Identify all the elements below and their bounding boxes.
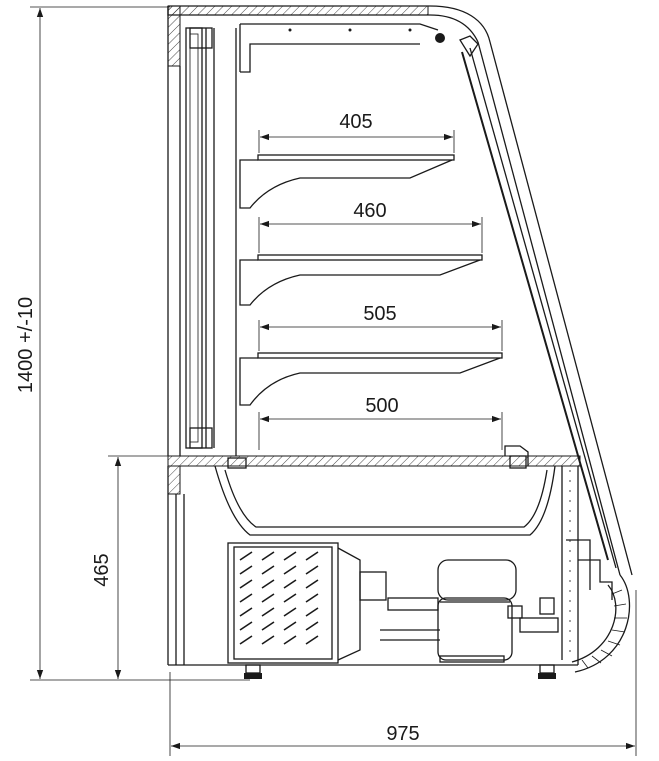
shelf-2-dimension: 460 [258, 200, 483, 253]
base-deck [167, 445, 581, 536]
height-dimension-label: 1400 +/-10 [15, 297, 37, 393]
condenser-unit [227, 542, 439, 664]
shelf-1 [239, 154, 455, 209]
shelf-1-dimension: 405 [258, 111, 455, 153]
front-grille [571, 574, 631, 673]
condenser-fins [239, 551, 319, 645]
front-glass [459, 35, 633, 576]
shelf-1-label: 405 [339, 111, 372, 133]
shelf-3 [239, 352, 503, 406]
rear-door [167, 6, 237, 456]
base-shelf-dimension: 500 [258, 395, 503, 450]
depth-label: 975 [386, 723, 419, 745]
compressor [380, 559, 559, 663]
shelf-3-label: 505 [363, 303, 396, 325]
top-canopy [167, 5, 491, 73]
base-height-dimension: 465 [91, 455, 175, 679]
cabinet-body [167, 465, 613, 666]
foot-rear [244, 664, 262, 679]
foot-front [538, 664, 556, 679]
height-dimension: 1400 +/-10 [15, 6, 250, 681]
depth-dimension: 975 [169, 590, 637, 756]
shelf-2 [239, 254, 483, 306]
base-shelf-label: 500 [365, 395, 398, 417]
shelf-2-label: 460 [353, 200, 386, 222]
shelf-3-dimension: 505 [258, 303, 503, 351]
base-height-label: 465 [91, 553, 113, 586]
